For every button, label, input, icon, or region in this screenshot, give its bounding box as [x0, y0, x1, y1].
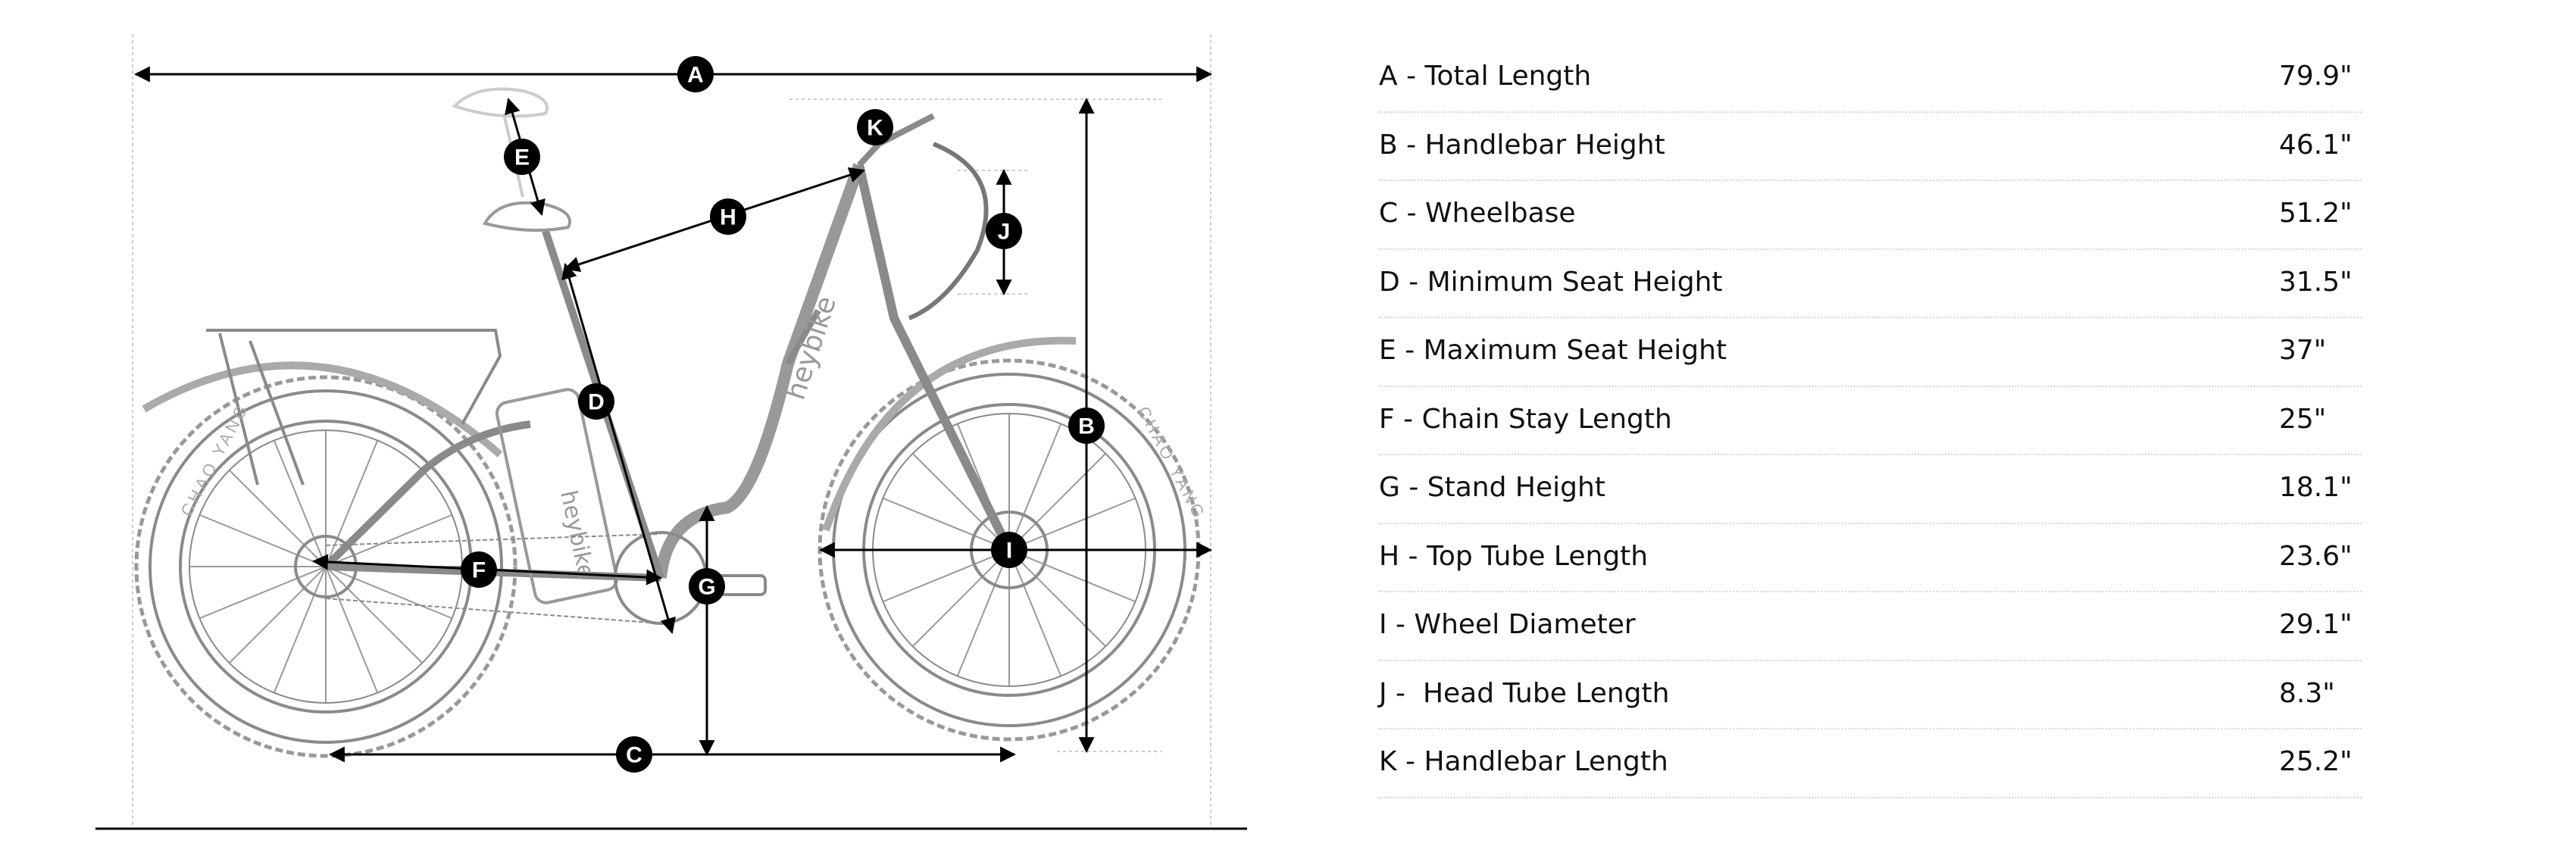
svg-text:I: I	[1006, 539, 1012, 564]
spec-table: A - Total Length 79.9" B - Handlebar Heigh…	[1379, 44, 2362, 798]
svg-text:K: K	[867, 116, 883, 141]
spec-row: C - Wheelbase 51.2"	[1379, 181, 2362, 250]
dimension-label-j: J	[986, 213, 1022, 249]
spec-row: G - Stand Height 18.1"	[1379, 455, 2362, 524]
spec-name: B - Handlebar Height	[1379, 129, 1665, 161]
svg-text:J: J	[998, 220, 1011, 245]
svg-text:C: C	[626, 743, 642, 768]
spec-name: D - Minimum Seat Height	[1379, 266, 1723, 298]
front-tire-text: CHAO YANG	[1134, 403, 1210, 523]
spec-row: A - Total Length 79.9"	[1379, 44, 2362, 113]
svg-text:D: D	[588, 390, 605, 415]
spec-name: E - Maximum Seat Height	[1379, 335, 1727, 366]
spec-row: I - Wheel Diameter 29.1"	[1379, 592, 2362, 661]
spec-value: 18.1"	[2279, 472, 2352, 503]
dimension-label-e: E	[504, 139, 540, 175]
dimension-lines	[133, 66, 1213, 763]
spec-value: 37"	[2279, 335, 2327, 366]
spec-value: 29.1"	[2279, 609, 2352, 640]
spec-value: 25"	[2279, 403, 2327, 435]
dimension-label-a: A	[677, 56, 714, 92]
spec-name: K - Handlebar Length	[1379, 746, 1668, 777]
dimension-label-d: D	[578, 383, 614, 420]
dimension-label-c: C	[616, 736, 652, 773]
spec-value: 31.5"	[2279, 266, 2352, 298]
spec-row: H - Top Tube Length 23.6"	[1379, 524, 2362, 592]
spec-value: 23.6"	[2279, 540, 2352, 572]
spec-name: C - Wheelbase	[1379, 198, 1576, 229]
dimension-label-g: G	[689, 568, 725, 604]
dimension-label-i: I	[991, 532, 1027, 568]
svg-text:H: H	[720, 205, 736, 230]
spec-value: 51.2"	[2279, 198, 2352, 229]
spec-row: E - Maximum Seat Height 37"	[1379, 318, 2362, 387]
svg-text:E: E	[514, 145, 530, 170]
spec-name: G - Stand Height	[1379, 472, 1605, 503]
spec-row: J - Head Tube Length 8.3"	[1379, 661, 2362, 729]
bike-illustration: heybike heybike	[134, 87, 1201, 758]
dimension-label-f: F	[461, 551, 497, 588]
spec-row: D - Minimum Seat Height 31.5"	[1379, 250, 2362, 318]
battery-brand-text: heybike	[555, 488, 599, 580]
spec-row: K - Handlebar Length 25.2"	[1379, 729, 2362, 798]
spec-row: F - Chain Stay Length 25"	[1379, 387, 2362, 455]
svg-text:A: A	[687, 63, 704, 88]
dimension-label-h: H	[710, 198, 746, 235]
spec-name: H - Top Tube Length	[1379, 540, 1649, 572]
spec-value: 79.9"	[2279, 61, 2352, 92]
guide-lines	[132, 34, 1211, 829]
spec-value: 46.1"	[2279, 129, 2352, 161]
dimension-label-b: B	[1068, 408, 1105, 444]
spec-name: I - Wheel Diameter	[1379, 609, 1636, 640]
spec-name: J - Head Tube Length	[1379, 677, 1670, 709]
spec-value: 8.3"	[2279, 677, 2335, 709]
svg-text:F: F	[472, 558, 486, 583]
spec-value: 25.2"	[2279, 746, 2352, 777]
dimension-label-k: K	[857, 109, 893, 145]
svg-text:B: B	[1078, 414, 1095, 439]
spec-row: B - Handlebar Height 46.1"	[1379, 113, 2362, 181]
spec-name: A - Total Length	[1379, 61, 1592, 92]
spec-name: F - Chain Stay Length	[1379, 403, 1672, 435]
svg-text:G: G	[698, 575, 715, 600]
